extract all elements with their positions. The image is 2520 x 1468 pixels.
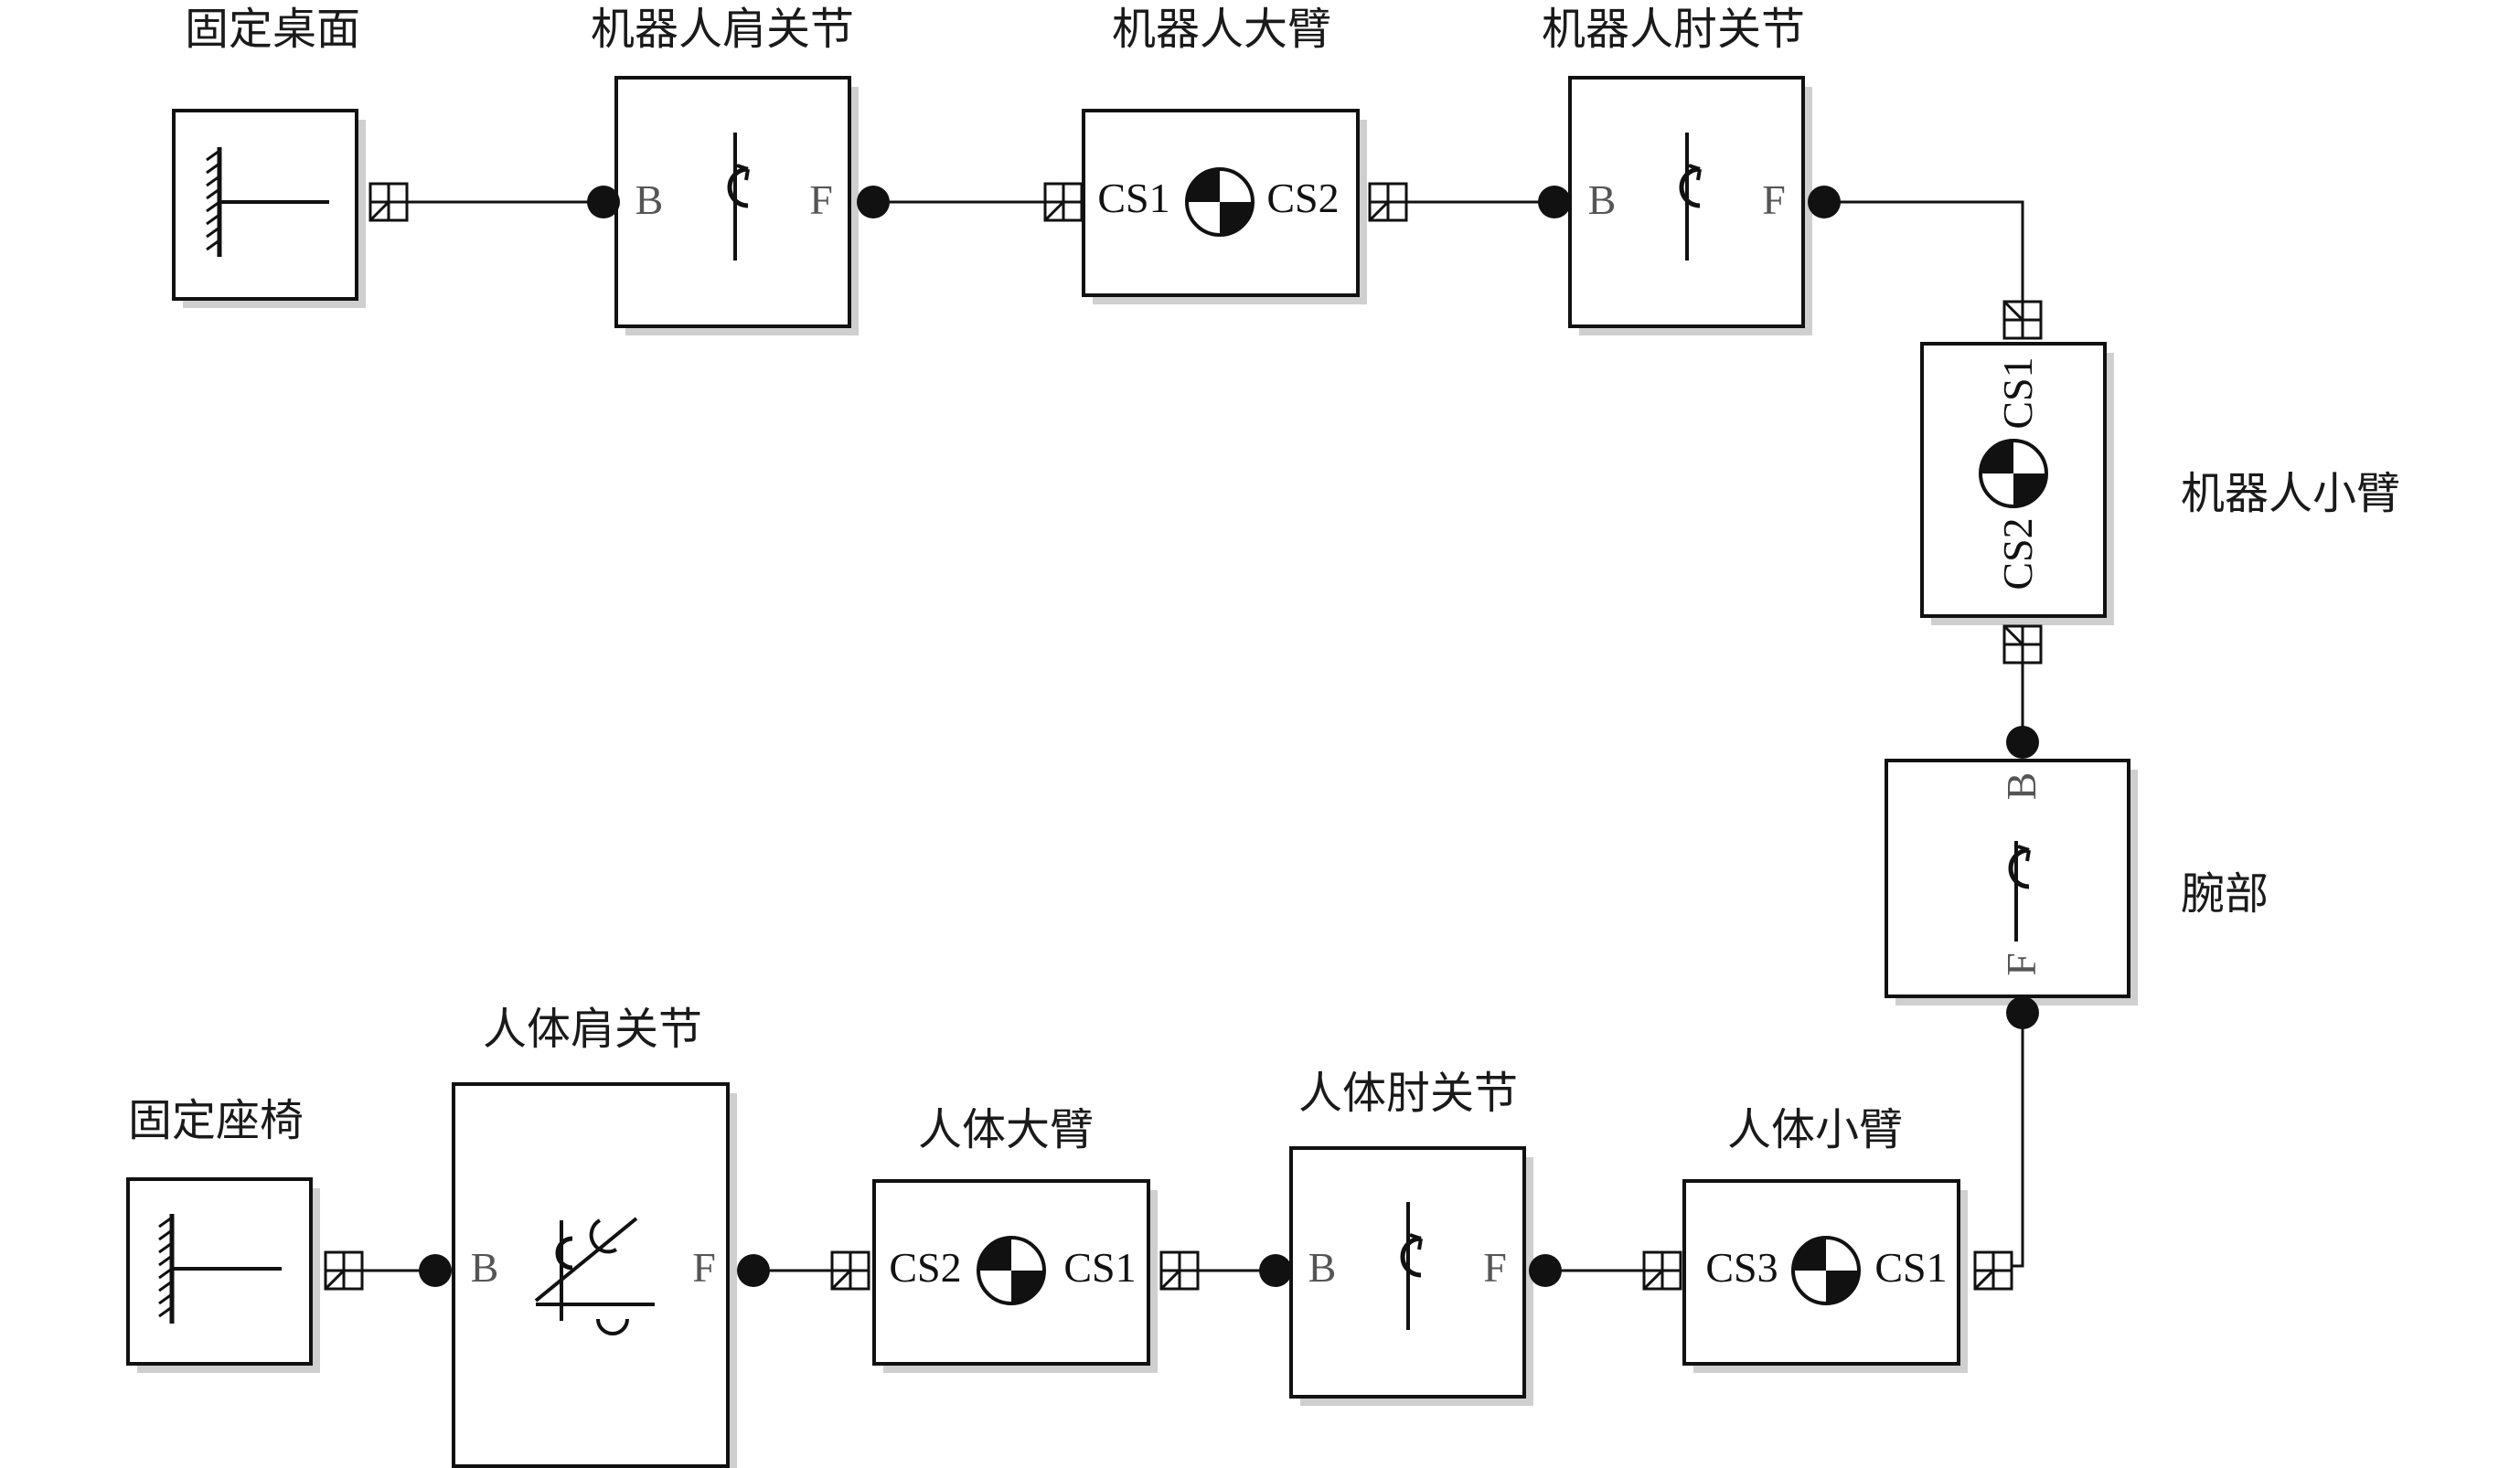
- cs2-label: CS2: [889, 1244, 961, 1291]
- human-shoulder-label: 人体肩关节: [483, 1004, 702, 1055]
- fixed-table-label: 固定桌面: [185, 4, 360, 55]
- cs1-port-icon: [2002, 300, 2043, 340]
- revolute-joint-icon: [2008, 841, 2031, 941]
- cs2-port-icon: [1368, 182, 1408, 222]
- wrist-label: 腕部: [2181, 868, 2269, 920]
- base-port-icon: [1259, 1254, 1292, 1287]
- base-port-label: B: [1588, 176, 1617, 223]
- base-port-label: B: [635, 176, 664, 223]
- cs1-label: CS1: [1097, 175, 1169, 221]
- base-port-icon: [587, 186, 620, 218]
- fixed-seat-block[interactable]: [126, 1177, 364, 1373]
- base-port-icon: [419, 1254, 452, 1287]
- robot-elbow-label: 机器人肘关节: [1542, 4, 1805, 55]
- ground-port-icon: [368, 182, 409, 222]
- cs1-label: CS1: [1063, 1244, 1136, 1291]
- wrist-joint-block[interactable]: B F: [1885, 726, 2138, 1029]
- human-forearm-label: 人体小臂: [1727, 1104, 1903, 1155]
- center-of-mass-icon: [977, 1236, 1046, 1305]
- base-port-label: B: [1308, 1244, 1337, 1291]
- robot-shoulder-label: 机器人肩关节: [591, 4, 854, 55]
- base-port-icon: [1538, 186, 1571, 218]
- robot-forearm-block[interactable]: CS1 CS2: [1920, 300, 2114, 665]
- human-upper-arm-label: 人体大臂: [918, 1104, 1094, 1155]
- cs1-label: CS1: [1994, 356, 2041, 429]
- follower-port-label: F: [1483, 1244, 1507, 1291]
- cs1-port-icon: [1159, 1250, 1200, 1291]
- follower-port-label: F: [809, 176, 833, 223]
- gimbal-joint-icon: [534, 1217, 655, 1335]
- robot-shoulder-joint-block[interactable]: B F: [587, 76, 890, 335]
- follower-port-icon: [857, 186, 890, 218]
- human-elbow-joint-block[interactable]: B F: [1259, 1146, 1562, 1406]
- human-upper-arm-block[interactable]: CS2 CS1: [830, 1179, 1200, 1373]
- robot-upper-arm-block[interactable]: CS1 CS2: [1043, 109, 1408, 304]
- human-forearm-block[interactable]: CS3 CS1: [1642, 1179, 2013, 1373]
- robot-forearm-label: 机器人小臂: [2181, 468, 2400, 519]
- follower-port-icon: [737, 1254, 770, 1287]
- cs3-port-icon: [1642, 1250, 1682, 1291]
- cs2-label: CS2: [1266, 175, 1339, 221]
- cs3-label: CS3: [1705, 1244, 1778, 1291]
- cs1-label: CS1: [1874, 1244, 1947, 1291]
- cs2-port-icon: [830, 1250, 870, 1291]
- cs2-label: CS2: [1994, 517, 2041, 590]
- center-of-mass-icon: [1791, 1236, 1861, 1305]
- human-elbow-label: 人体肘关节: [1298, 1068, 1518, 1119]
- center-of-mass-icon: [1979, 439, 2048, 508]
- human-shoulder-joint-block[interactable]: B F: [419, 1082, 770, 1468]
- fixed-seat-label: 固定座椅: [128, 1095, 304, 1146]
- base-port-label: B: [1998, 772, 2045, 801]
- follower-port-label: F: [692, 1244, 716, 1291]
- ground-port-icon: [324, 1250, 364, 1291]
- cs1-port-icon: [1973, 1250, 2013, 1291]
- robot-elbow-joint-block[interactable]: B F: [1538, 76, 1841, 335]
- follower-port-label: F: [1762, 176, 1786, 223]
- center-of-mass-icon: [1185, 167, 1255, 237]
- follower-port-label: F: [1998, 952, 2045, 976]
- follower-port-icon: [1808, 186, 1841, 218]
- base-port-label: B: [471, 1244, 499, 1291]
- follower-port-icon: [1529, 1254, 1562, 1287]
- base-port-icon: [2006, 726, 2039, 759]
- robot-upper-arm-label: 机器人大臂: [1112, 4, 1331, 55]
- fixed-table-block[interactable]: [172, 109, 409, 308]
- follower-port-icon: [2006, 996, 2039, 1029]
- cs2-port-icon: [2002, 624, 2043, 665]
- cs1-port-icon: [1043, 182, 1084, 222]
